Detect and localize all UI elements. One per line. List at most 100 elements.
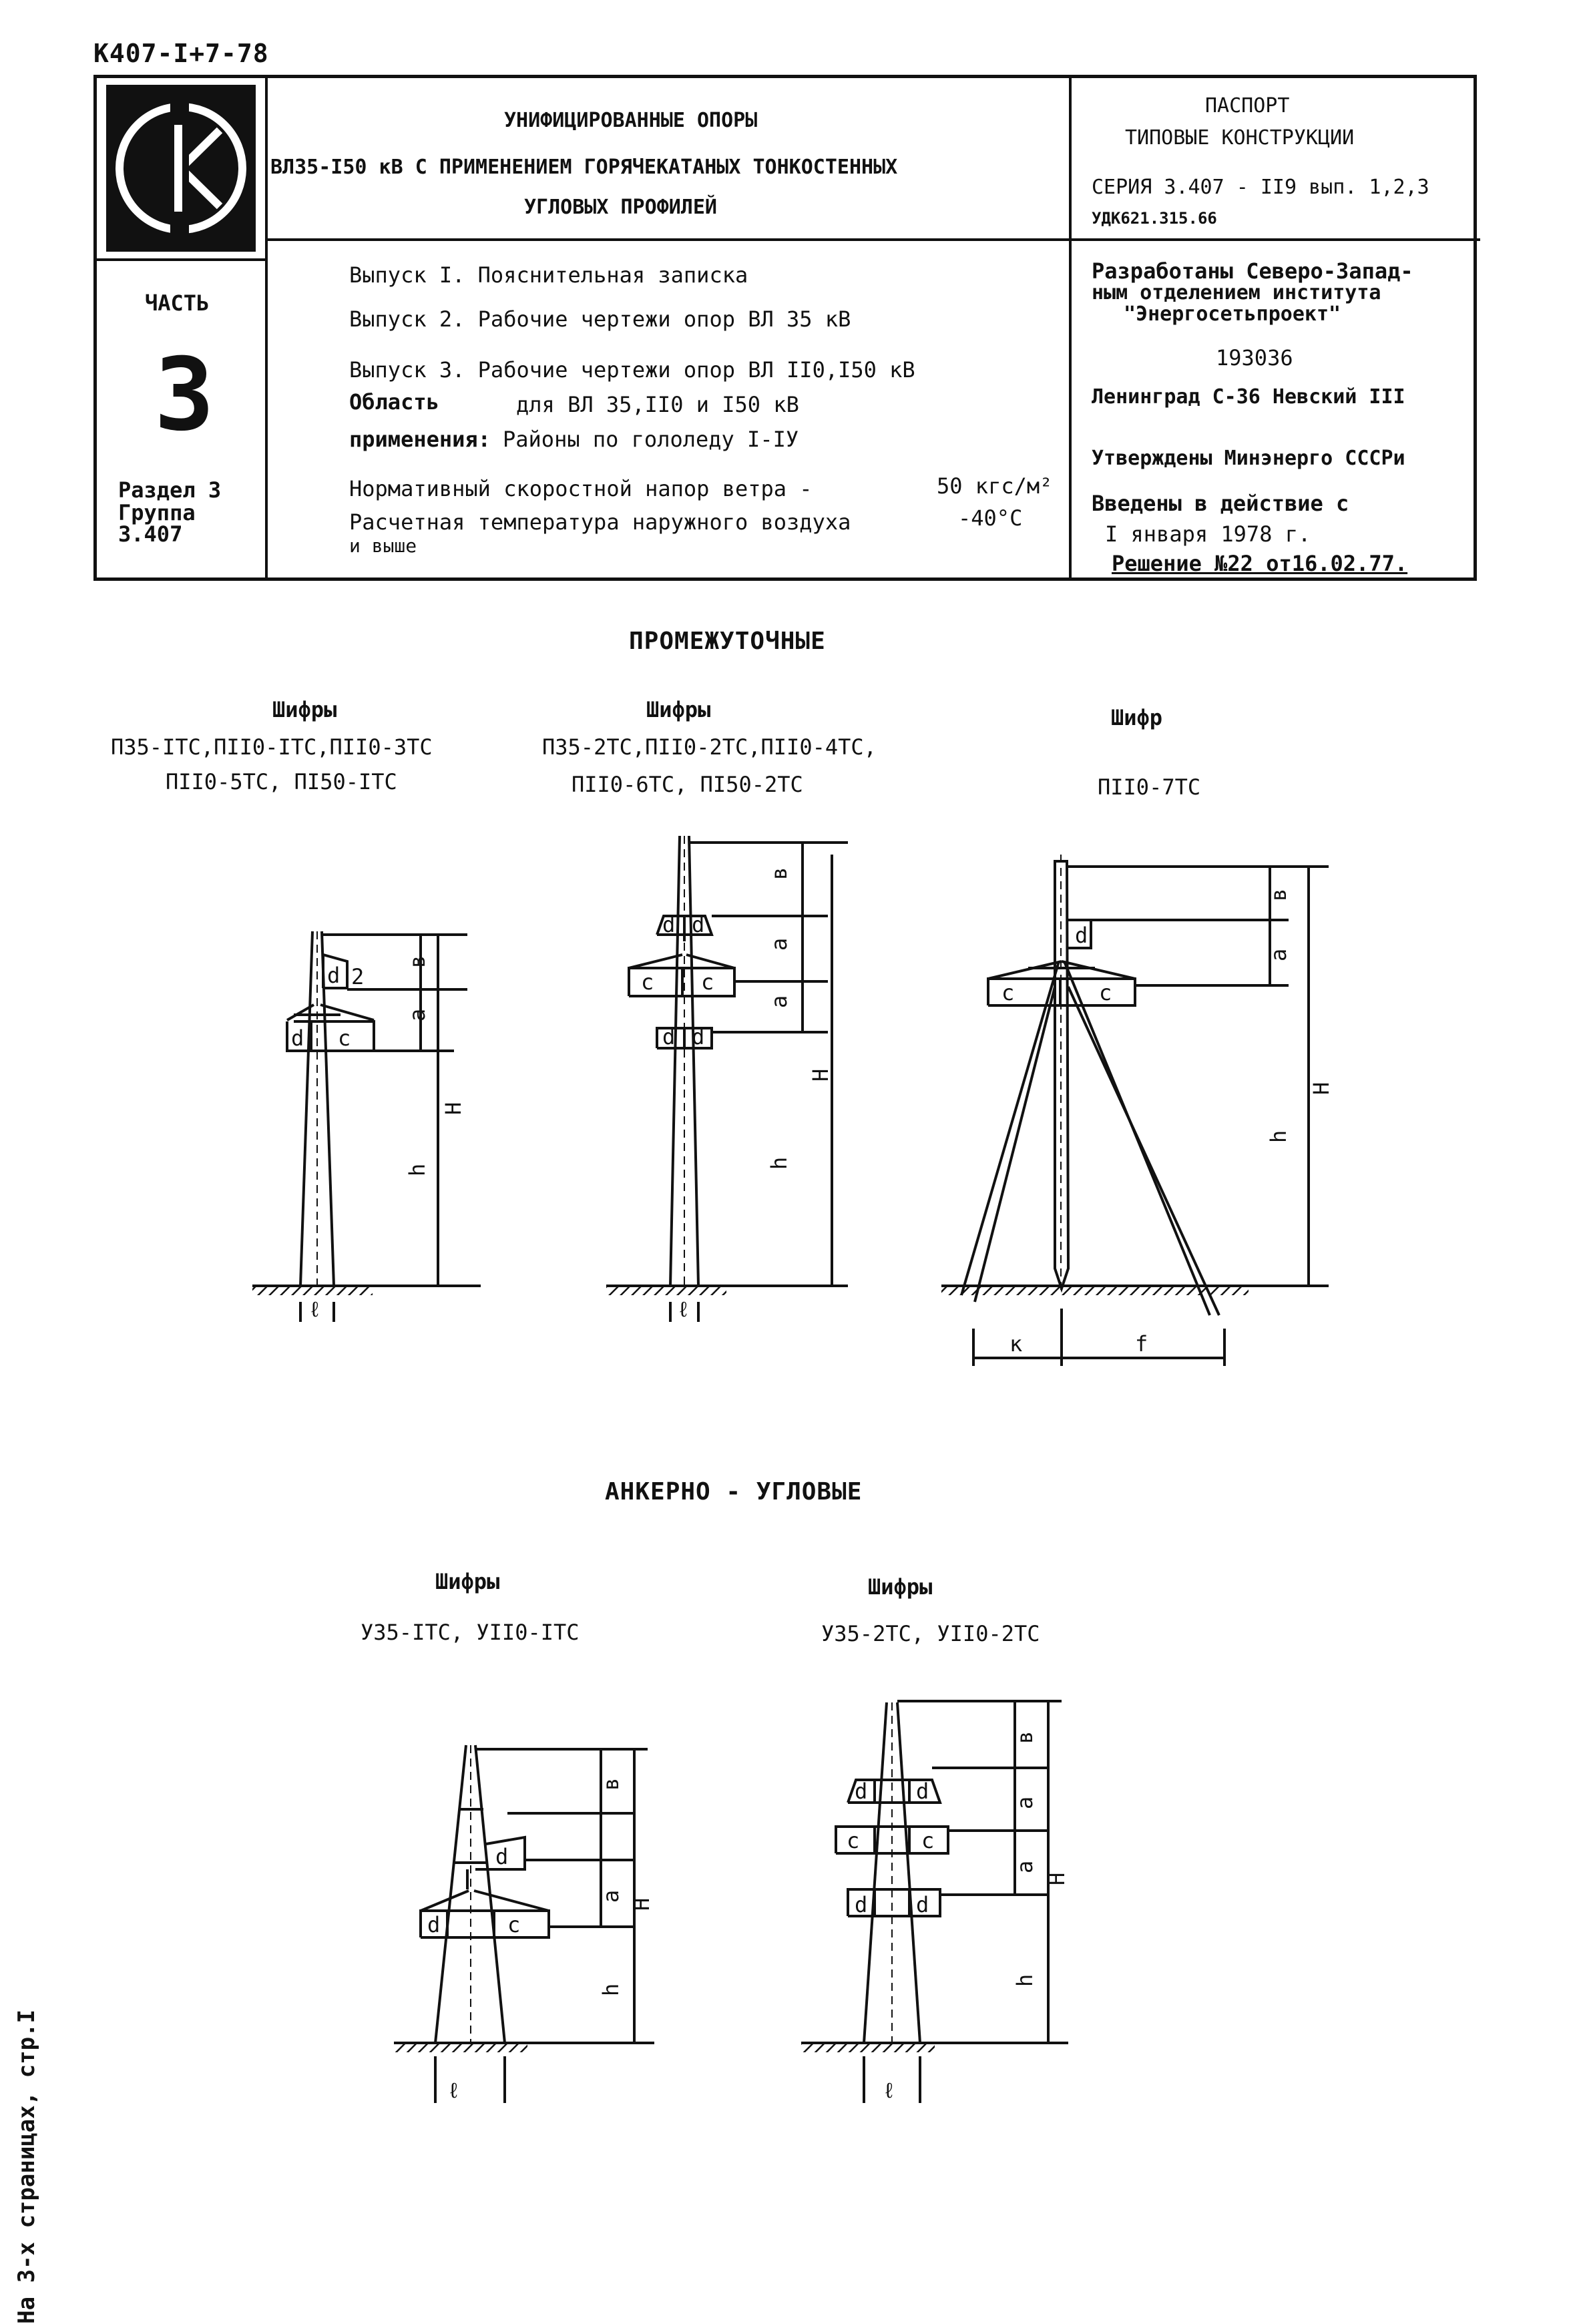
tower-5-dim-a1: а: [1012, 1797, 1038, 1809]
tower-4-dim-l: ℓ: [447, 2078, 460, 2103]
issue-2: Выпуск 2. Рабочие чертежи опор ВЛ 35 кВ: [349, 306, 851, 332]
series-number: СЕРИЯ 3.407 - II9 вып. 1,2,3: [1092, 176, 1429, 199]
tower-2-dim-d2: d: [692, 912, 704, 937]
tower-3-dim-c2: с: [1099, 980, 1112, 1005]
scope-value-1: для ВЛ 35,II0 и I50 кВ: [516, 392, 799, 417]
tower-2-dim-a2: а: [766, 995, 792, 1008]
group-5-line-1: У35-2ТС, УII0-2ТС: [821, 1621, 1040, 1646]
tower-3-dim-h: h: [1266, 1130, 1291, 1143]
group-number: 3.407: [118, 521, 183, 547]
passport-title: ПАСПОРТ: [1205, 94, 1290, 118]
tower-2-dim-c2: с: [701, 969, 714, 995]
tower-2-dim-h: h: [766, 1157, 792, 1170]
title-line-3: УГЛОВЫХ ПРОФИЛЕЙ: [524, 196, 717, 219]
scope-label-2: применения:: [349, 427, 491, 452]
tower-2-dim-l: ℓ: [677, 1297, 690, 1322]
tower-5-dim-l: ℓ: [883, 2078, 895, 2103]
tower-1-dim-H: Н: [441, 1102, 466, 1115]
effective-line-3: Решение №22 от16.02.77.: [1112, 551, 1408, 576]
developer-line-3: "Энергосетьпроект": [1124, 302, 1341, 326]
tower-3-dim-a: а: [1266, 949, 1291, 961]
effective-line-2: I января 1978 г.: [1105, 521, 1311, 547]
title-line-2: ВЛ35-I50 кВ С ПРИМЕНЕНИЕМ ГОРЯЧЕКАТАНЫХ …: [270, 156, 898, 179]
tower-5-dim-d4: d: [916, 1892, 929, 1917]
tower-3-dim-c1: с: [1001, 980, 1014, 1005]
tower-2-dim-b: в: [766, 867, 792, 880]
tower-2-dim-d4: d: [692, 1024, 704, 1050]
issue-3: Выпуск 3. Рабочие чертежи опор ВЛ II0,I5…: [349, 357, 915, 383]
udk-code: УДК621.315.66: [1092, 209, 1217, 228]
approved-by: Утверждены Минэнерго СССРи: [1092, 447, 1405, 470]
type-constructions: ТИПОВЫЕ КОНСТРУКЦИИ: [1125, 126, 1355, 150]
temp-label-1: Расчетная температура наружного воздуха: [349, 509, 851, 535]
developer-line-1: Разработаны Северо-Запад-: [1092, 258, 1413, 284]
tower-5-dim-c2: с: [921, 1828, 934, 1853]
group-3-label: Шифр: [1111, 705, 1163, 730]
group-4-line-1: У35-IТС, УII0-IТС: [361, 1620, 580, 1645]
tower-1-dim-a: а: [405, 1009, 430, 1021]
tower-5-dim-d2: d: [916, 1779, 929, 1804]
tower-2-drawing: [606, 835, 848, 1322]
tower-1-dim-b: в: [405, 955, 430, 968]
wind-label: Нормативный скоростной напор ветра -: [349, 476, 813, 501]
scope-value-2: Районы по гололеду I-IУ: [503, 427, 799, 452]
tower-5-dim-h: h: [1012, 1974, 1038, 1987]
wind-value: 50 кгс/м²: [937, 473, 1053, 499]
tower-1-dim-l: ℓ: [308, 1297, 321, 1322]
developer-postcode: 193036: [1216, 345, 1293, 371]
tower-5-dim-d1: d: [855, 1779, 867, 1804]
tower-4-dim-c: с: [507, 1912, 520, 1937]
section-anchor-title: АНКЕРНО - УГЛОВЫЕ: [605, 1478, 863, 1505]
tower-1-dim-d1: d: [327, 963, 340, 988]
group-2-line-1: П35-2ТС,ПII0-2ТС,ПII0-4ТС,: [542, 734, 877, 760]
group-1-line-1: П35-IТС,ПII0-IТС,ПII0-3ТС: [111, 734, 433, 760]
tower-4-dim-d2: d: [427, 1912, 440, 1937]
scope-label-1: Область: [349, 389, 439, 415]
developer-line-2: ным отделением института: [1092, 281, 1381, 304]
group-5-label: Шифры: [868, 1574, 933, 1600]
group-1-label: Шифры: [272, 697, 337, 722]
group-3-line-1: ПII0-7ТС: [1098, 774, 1201, 800]
group-2-label: Шифры: [646, 697, 711, 722]
tower-1-dim-d2: d: [291, 1025, 304, 1051]
tower-5-drawing: [801, 1700, 1068, 2103]
tower-1-dim-2: 2: [351, 964, 364, 989]
tower-4-drawing: [394, 1745, 654, 2103]
group-1-line-2: ПII0-5ТС, ПI50-IТС: [166, 769, 397, 794]
tower-4-dim-a: а: [598, 1890, 624, 1903]
tower-1-drawing: [252, 931, 481, 1322]
title-block: ЧАСТЬ 3 Раздел 3 Группа 3.407 УНИФИЦИРОВ…: [93, 75, 1480, 581]
tower-2-dim-a1: а: [766, 938, 792, 951]
developer-address: Ленинград С-36 Невский III: [1092, 385, 1405, 409]
tower-5-dim-b: в: [1012, 1731, 1038, 1744]
part-number: 3: [154, 337, 215, 453]
tower-1-dim-c: с: [338, 1025, 351, 1051]
tower-5-dim-d3: d: [855, 1892, 867, 1917]
tower-3-dim-H: Н: [1309, 1082, 1334, 1095]
effective-line-1: Введены в действие с: [1092, 491, 1349, 516]
temp-label-2: и выше: [349, 535, 417, 557]
tower-2-dim-d3: d: [662, 1024, 675, 1050]
group-label: Группа: [118, 500, 196, 525]
tower-2-dim-c1: с: [641, 969, 654, 995]
tower-3-dim-b: в: [1266, 889, 1291, 901]
tower-5-dim-H: Н: [1044, 1873, 1070, 1885]
temp-value: -40°С: [958, 505, 1023, 531]
title-line-1: УНИФИЦИРОВАННЫЕ ОПОРЫ: [504, 109, 758, 132]
section-label: Раздел 3: [118, 477, 222, 503]
tower-5-dim-a2: а: [1012, 1861, 1038, 1873]
tower-3-dim-f: f: [1135, 1331, 1148, 1357]
tower-4-dim-h: h: [598, 1984, 624, 1996]
group-2-line-2: ПII0-6ТС, ПI50-2ТС: [572, 772, 803, 797]
tower-5-dim-c1: с: [847, 1828, 859, 1853]
tower-3-drawing: [941, 855, 1329, 1366]
page-count-note: На 3-х страницах, стр.I: [13, 2010, 40, 2324]
organization-logo: [106, 85, 256, 252]
document-code: К407-I+7-78: [93, 39, 269, 68]
tower-1-dim-h: h: [405, 1164, 430, 1176]
issue-1: Выпуск I. Пояснительная записка: [349, 262, 748, 288]
tower-4-dim-b: в: [598, 1778, 624, 1791]
section-intermediate-title: ПРОМЕЖУТОЧНЫЕ: [629, 628, 826, 655]
tower-3-dim-k: к: [1009, 1331, 1022, 1357]
